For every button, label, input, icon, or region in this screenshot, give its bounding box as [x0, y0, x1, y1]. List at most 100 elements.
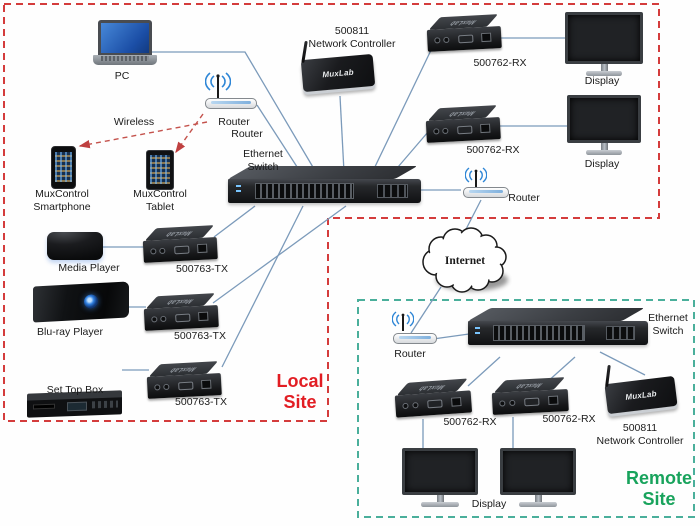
local-wireless-router — [205, 70, 259, 110]
laptop-screen — [98, 20, 152, 55]
remote-rx2-label: 500762-RX — [542, 413, 596, 425]
receiver-rx2: MuxLab — [425, 105, 501, 143]
remote-site-border — [357, 299, 695, 518]
link-remote-router-switch — [432, 333, 470, 340]
label-line: 500811 — [334, 25, 370, 37]
controller-body: MuxLab — [300, 53, 376, 93]
display2-label: Display — [584, 158, 620, 170]
display-2 — [567, 95, 641, 155]
vga-port-icon — [174, 245, 190, 254]
remote-display-1 — [402, 448, 478, 507]
tx2-label: 500763-TX — [174, 330, 226, 342]
display1-label: Display — [584, 75, 620, 87]
transmitter-front — [142, 237, 218, 263]
audio-jack-icon — [149, 248, 157, 255]
monitor-stand — [600, 143, 608, 150]
label-line: Site — [283, 392, 317, 412]
receiver-front — [426, 26, 502, 52]
ethernet-port-icon — [481, 32, 492, 43]
wifi-icon — [205, 72, 231, 98]
monitor-screen — [500, 448, 576, 495]
muxcontrol-tablet-label: MuxControl Tablet — [120, 188, 200, 213]
monitor-screen — [567, 95, 641, 143]
local-network-controller: MuxLab — [300, 40, 376, 93]
label-line: 500811 — [622, 422, 658, 434]
switch-front — [228, 179, 421, 203]
muxcontrol-smartphone — [51, 146, 76, 189]
monitor-base — [586, 71, 622, 76]
link-remote-switch-rx3 — [467, 356, 501, 387]
monitor-base — [586, 150, 622, 155]
media-player-label: Media Player — [58, 262, 120, 274]
remote-display-label: Display — [471, 498, 507, 510]
monitor-screen — [565, 12, 643, 64]
label-line: Network Controller — [308, 37, 396, 50]
ethernet-links — [103, 37, 646, 448]
wireless-label: Wireless — [113, 116, 155, 128]
uplink-ports-icon — [376, 184, 408, 198]
remote-receiver-rx1: MuxLab — [394, 378, 473, 418]
audio-jack-icon — [508, 400, 516, 407]
rx1-label: 500762-RX — [473, 57, 527, 69]
audio-jack-icon — [159, 248, 166, 255]
ethernet-port-icon — [201, 379, 212, 390]
status-led-icon — [235, 185, 241, 187]
muxlab-logo: MuxLab — [168, 365, 199, 373]
ethernet-port-icon — [198, 311, 209, 322]
label-line: MuxControl — [35, 188, 89, 200]
wireless-arrow-smartphone — [78, 121, 208, 149]
remote-site-title: Remote Site — [607, 468, 700, 510]
muxlab-logo: MuxLab — [321, 67, 355, 79]
front-display — [66, 401, 87, 412]
label-line: Remote — [625, 468, 692, 488]
ethernet-port-icon — [197, 243, 208, 254]
internet-label: Internet — [444, 255, 486, 267]
vga-port-icon — [178, 381, 194, 390]
tablet-screen — [150, 155, 170, 184]
audio-jack-icon — [160, 316, 167, 323]
vga-port-icon — [523, 397, 540, 406]
front-buttons — [92, 400, 119, 408]
ethernet-port-icon — [548, 395, 559, 406]
wireless-links — [78, 113, 208, 154]
audio-jack-icon — [402, 403, 409, 410]
smartphone-screen — [55, 152, 72, 182]
label-line: Ethernet — [648, 312, 688, 324]
link-pc-switch — [152, 51, 318, 175]
remote-display-2 — [500, 448, 576, 507]
status-led-icon — [475, 327, 481, 329]
monitor-base — [421, 502, 459, 507]
muxlab-logo: MuxLab — [448, 18, 479, 26]
switch-top — [468, 308, 645, 321]
local-ethernet-switch — [228, 166, 421, 203]
remote-switch-label: Ethernet Switch — [632, 312, 700, 337]
set-top-box-label: Set Top Box — [46, 384, 104, 396]
monitor-stand — [600, 64, 608, 71]
laptop-keyboard — [93, 55, 157, 65]
port-bank-icon — [493, 325, 586, 341]
link-remote-switch-controller — [599, 351, 646, 376]
link-router-switch — [256, 104, 302, 174]
internet-cloud — [422, 227, 508, 293]
remote-rx1-label: 500762-RX — [443, 416, 497, 428]
wifi-icon — [465, 167, 487, 187]
monitor-screen — [402, 448, 478, 495]
bluray-player-device — [33, 281, 129, 323]
receiver-front — [491, 389, 569, 415]
label-line: Network Controller — [596, 434, 684, 447]
muxcontrol-smartphone-label: MuxControl Smartphone — [22, 188, 102, 213]
local-router-label-2: Router — [231, 128, 263, 140]
muxcontrol-tablet — [146, 150, 174, 190]
local-site-title: Local Site — [258, 371, 342, 413]
label-line: Smartphone — [33, 200, 91, 213]
wifi-icon — [392, 311, 414, 331]
router-body — [463, 187, 509, 198]
receiver-rx1: MuxLab — [426, 14, 502, 52]
vga-port-icon — [175, 313, 191, 322]
link-switch-tx1 — [213, 205, 256, 238]
wan-router-label: Router — [508, 192, 540, 204]
local-switch-label: Ethernet Switch — [226, 148, 300, 173]
audio-jack-icon — [442, 128, 449, 135]
audio-jack-icon — [499, 400, 506, 407]
transmitter-tx1: MuxLab — [142, 225, 218, 263]
